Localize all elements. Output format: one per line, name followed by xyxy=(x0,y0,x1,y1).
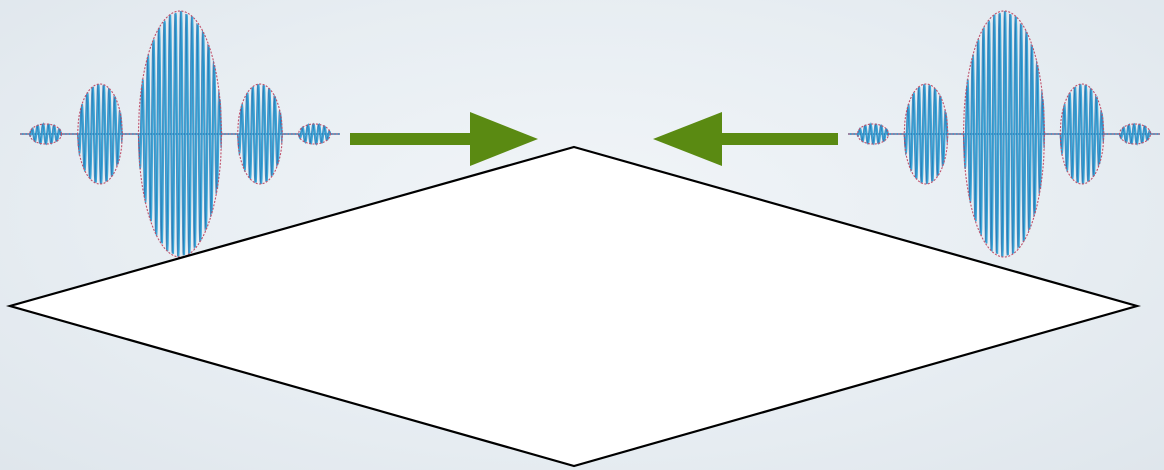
arrow-left xyxy=(653,112,838,166)
wave-packet-left xyxy=(20,10,340,258)
wave-packet-right xyxy=(848,10,1160,258)
arrow-right xyxy=(350,112,538,166)
diamond-surface xyxy=(5,145,1142,468)
